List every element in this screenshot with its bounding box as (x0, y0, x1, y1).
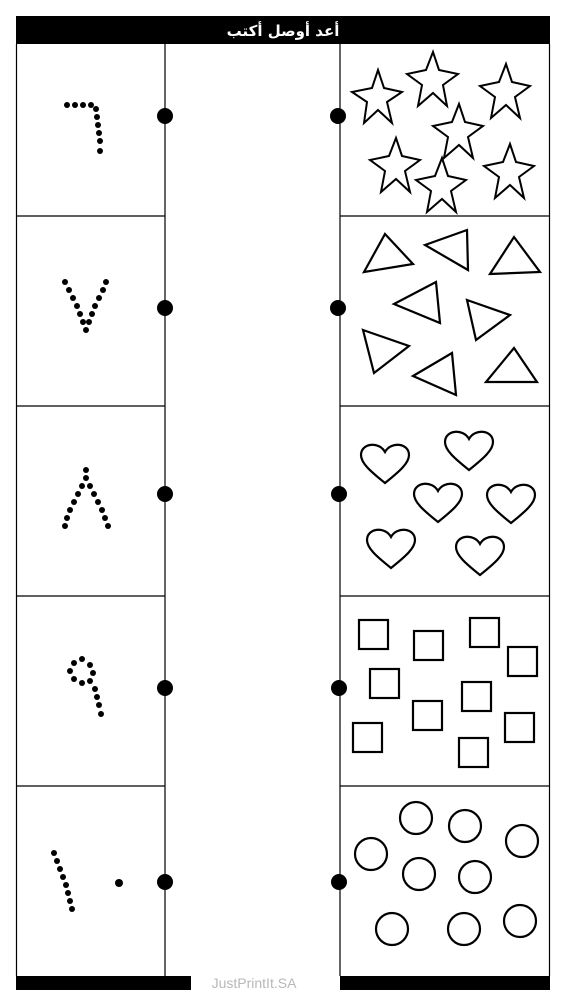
connect-dot-left[interactable] (157, 300, 173, 316)
footer: JustPrintIt.SA (16, 975, 550, 991)
connect-dot-left[interactable] (157, 680, 173, 696)
square-icon (412, 629, 445, 662)
dotted-numeral-nine[interactable] (67, 656, 104, 717)
star-icon (349, 66, 405, 126)
heart-icon (443, 430, 495, 472)
star-icon (413, 155, 469, 215)
heart-icon (412, 482, 464, 524)
circle-icon (446, 911, 482, 947)
square-icon (506, 645, 539, 678)
circle-icon (502, 903, 538, 939)
row-seven (62, 228, 543, 397)
square-icon (357, 618, 390, 651)
row-ten (51, 800, 540, 947)
dotted-numeral-six[interactable] (64, 102, 103, 154)
row-eight (62, 430, 537, 577)
square-icon (411, 699, 444, 732)
circle-icon (447, 808, 483, 844)
circle-icon (457, 859, 493, 895)
square-icon (503, 711, 536, 744)
circle-icon (374, 911, 410, 947)
dotted-numeral-seven[interactable] (62, 279, 109, 333)
triangle-icon (361, 232, 416, 274)
triangle-icon (465, 298, 513, 342)
connect-dot-left[interactable] (157, 486, 173, 502)
triangle-icon (422, 228, 470, 272)
dotted-numeral-eight[interactable] (62, 467, 111, 529)
triangle-icon (487, 235, 543, 276)
circle-group (353, 800, 540, 947)
triangle-icon (361, 328, 412, 375)
square-icon (460, 680, 493, 713)
star-group (349, 49, 537, 215)
heart-icon (485, 483, 537, 525)
row-six (64, 49, 537, 215)
circle-icon (504, 823, 540, 859)
square-icon (457, 736, 490, 769)
triangle-icon (483, 346, 540, 384)
header-bar: أعد أوصل أكتب (16, 16, 550, 44)
footer-watermark: JustPrintIt.SA (212, 975, 297, 991)
heart-icon (359, 443, 411, 485)
connect-dot-right[interactable] (331, 486, 347, 502)
square-group (351, 616, 539, 769)
star-icon (477, 61, 533, 121)
heart-group (359, 430, 537, 577)
dotted-numeral-ten[interactable] (51, 850, 123, 912)
triangle-icon (391, 280, 442, 325)
connect-dot-left[interactable] (157, 874, 173, 890)
worksheet-title: أعد أوصل أكتب (227, 21, 340, 40)
square-icon (351, 721, 384, 754)
star-icon (430, 101, 486, 161)
heart-icon (365, 528, 417, 570)
triangle-icon (410, 351, 458, 397)
connect-dot-right[interactable] (330, 300, 346, 316)
row-dividers (16, 215, 550, 787)
connect-dot-right[interactable] (331, 680, 347, 696)
circle-icon (398, 800, 434, 836)
circle-icon (353, 836, 389, 872)
triangle-group (361, 228, 543, 397)
row-nine (67, 616, 539, 769)
star-icon (404, 49, 461, 109)
square-icon (468, 616, 501, 649)
square-icon (368, 667, 401, 700)
connect-dot-left[interactable] (157, 108, 173, 124)
star-icon (367, 135, 423, 195)
connect-dot-right[interactable] (331, 874, 347, 890)
circle-icon (401, 856, 437, 892)
grid-frame (15, 44, 551, 976)
heart-icon (454, 535, 506, 577)
star-icon (481, 141, 537, 201)
connect-dot-right[interactable] (330, 108, 346, 124)
